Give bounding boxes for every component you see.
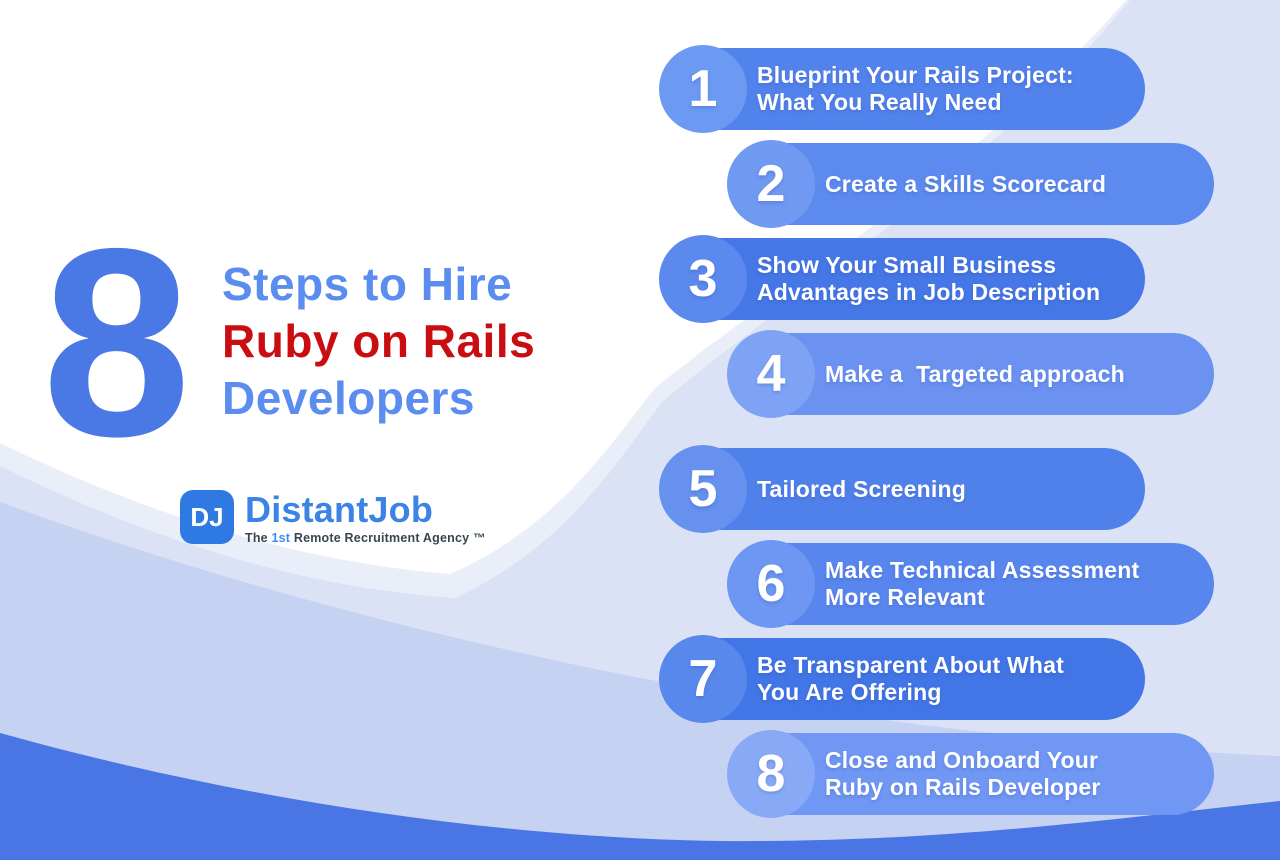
logo-tagline-suffix: Remote Recruitment Agency ™ xyxy=(290,531,486,545)
logo-name: DistantJob xyxy=(245,489,434,530)
step-number: 2 xyxy=(756,155,786,213)
dj-logo-icon: DJ xyxy=(180,490,234,544)
step-row: 4 Make a Targeted approach xyxy=(727,330,1214,418)
step-number-badge: 1 xyxy=(659,45,747,133)
headline-big-number: 8 xyxy=(42,192,191,492)
distantjob-logo: DJ DistantJob The 1st Remote Recruitment… xyxy=(180,490,486,545)
headline-line-1: Steps to Hire xyxy=(222,258,513,310)
step-number-badge: 7 xyxy=(659,635,747,723)
headline-line-2: Ruby on Rails xyxy=(222,315,536,367)
step-number: 6 xyxy=(756,555,786,613)
step-title-line1: Be Transparent About What xyxy=(757,652,1064,678)
step-number: 5 xyxy=(688,460,718,518)
step-title-line1: Tailored Screening xyxy=(757,475,966,502)
step-number: 3 xyxy=(688,250,718,308)
step-row: 5 Tailored Screening xyxy=(659,445,1145,533)
step-title-line2: Advantages in Job Description xyxy=(757,279,1101,305)
step-title-line1: Close and Onboard Your xyxy=(825,747,1099,773)
headline-line-3: Developers xyxy=(222,372,476,424)
step-title: Tailored Screening xyxy=(757,448,1127,530)
step-title-line1: Blueprint Your Rails Project: xyxy=(757,62,1074,88)
step-number-badge: 8 xyxy=(727,730,815,818)
step-number: 8 xyxy=(756,745,786,803)
step-row: 1 Blueprint Your Rails Project: What You… xyxy=(659,45,1145,133)
step-title: Blueprint Your Rails Project: What You R… xyxy=(757,48,1127,130)
step-title: Be Transparent About What You Are Offeri… xyxy=(757,638,1127,720)
logo-tagline-highlight: 1st xyxy=(271,531,291,545)
step-title: Close and Onboard Your Ruby on Rails Dev… xyxy=(825,733,1196,815)
step-number-badge: 4 xyxy=(727,330,815,418)
step-title: Make Technical Assessment More Relevant xyxy=(825,543,1196,625)
step-row: 8 Close and Onboard Your Ruby on Rails D… xyxy=(727,730,1214,818)
step-row: 2 Create a Skills Scorecard xyxy=(727,140,1214,228)
step-title-line1: Create a Skills Scorecard xyxy=(825,170,1107,197)
step-title-line1: Make Technical Assessment xyxy=(825,557,1140,583)
steps-list: 1 Blueprint Your Rails Project: What You… xyxy=(659,45,1214,828)
step-title: Create a Skills Scorecard xyxy=(825,143,1196,225)
step-row: 6 Make Technical Assessment More Relevan… xyxy=(727,540,1214,628)
step-number: 1 xyxy=(688,60,718,118)
step-title-line1: Make a Targeted approach xyxy=(825,360,1125,387)
step-number: 4 xyxy=(756,345,786,403)
logo-tagline: The 1st Remote Recruitment Agency ™ xyxy=(245,531,486,545)
step-title-line2: Ruby on Rails Developer xyxy=(825,774,1101,800)
step-title-line1: Show Your Small Business xyxy=(757,252,1057,278)
step-number-badge: 5 xyxy=(659,445,747,533)
step-title: Show Your Small Business Advantages in J… xyxy=(757,238,1127,320)
step-title-line2: What You Really Need xyxy=(757,89,1002,115)
step-number-badge: 2 xyxy=(727,140,815,228)
step-title-line2: You Are Offering xyxy=(757,679,942,705)
step-number: 7 xyxy=(688,650,718,708)
step-title: Make a Targeted approach xyxy=(825,333,1196,415)
headline: Steps to Hire Ruby on Rails Developers xyxy=(222,256,535,427)
step-title-line2: More Relevant xyxy=(825,584,985,610)
step-row: 3 Show Your Small Business Advantages in… xyxy=(659,235,1145,323)
logo-texts: DistantJob The 1st Remote Recruitment Ag… xyxy=(245,489,486,546)
step-row: 7 Be Transparent About What You Are Offe… xyxy=(659,635,1145,723)
logo-tagline-prefix: The xyxy=(245,531,272,545)
step-number-badge: 6 xyxy=(727,540,815,628)
step-number-badge: 3 xyxy=(659,235,747,323)
